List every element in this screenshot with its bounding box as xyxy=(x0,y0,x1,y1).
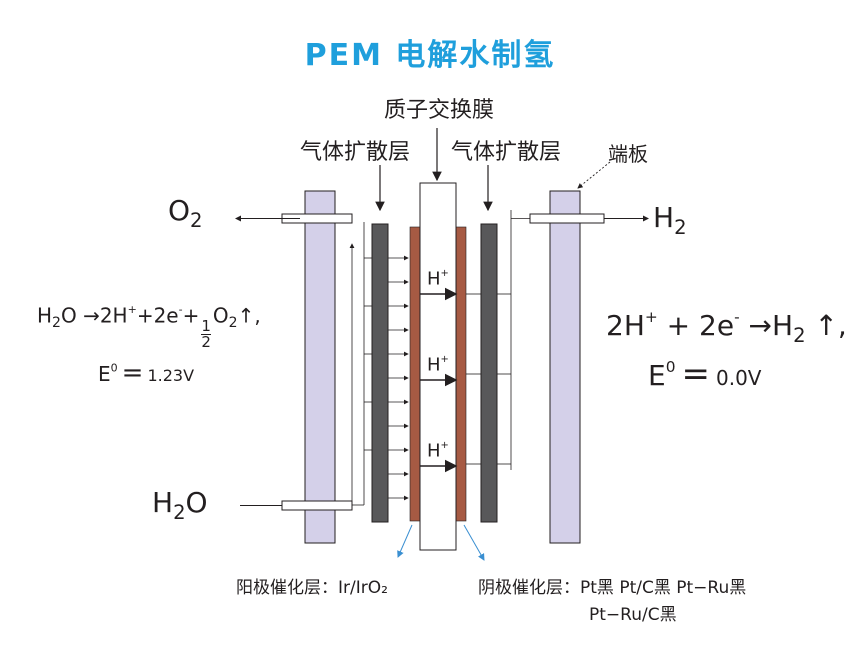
diagram-title: PEM 电解水制氢 xyxy=(304,38,556,73)
anode-catalyst-label: 阳极催化层：Ir/IrO₂ xyxy=(236,578,388,598)
gdl-left-label: 气体扩散层 xyxy=(300,140,411,165)
gdl-right-label: 气体扩散层 xyxy=(451,140,562,165)
cathode-catalyst-label-2: Pt−Ru/C黑 xyxy=(589,605,677,625)
end-plate-label: 端板 xyxy=(608,142,648,166)
cathode-gas-diffusion-layer xyxy=(480,223,498,523)
proton-label-3: H+ xyxy=(427,440,449,462)
end-plate-pointer xyxy=(577,161,611,189)
h2-outlet-pipe xyxy=(529,213,605,224)
proton-label-1: H+ xyxy=(427,268,449,290)
anode-catalyst-pointer xyxy=(397,524,413,558)
cathode-equation: 2H+ + 2e- →H2 ↑, xyxy=(606,308,847,347)
cathode-potential: E0=0.0V xyxy=(648,354,762,394)
h2o-label: H2O xyxy=(152,486,208,524)
anode-end-plate xyxy=(304,190,336,544)
cathode-catalyst-layer xyxy=(455,226,467,522)
membrane-label: 质子交换膜 xyxy=(384,98,495,123)
o2-label: O2 xyxy=(168,194,203,232)
cathode-flow-lines xyxy=(466,293,511,465)
cathode-end-plate xyxy=(549,190,581,544)
h2-label: H2 xyxy=(653,201,687,239)
h2o-inlet-pipe xyxy=(281,500,353,511)
anode-gas-diffusion-layer xyxy=(371,223,389,523)
anode-catalyst-layer xyxy=(409,226,421,522)
proton-exchange-membrane xyxy=(419,182,457,551)
cathode-catalyst-label: 阴极催化层：Pt黑 Pt/C黑 Pt−Ru黑 xyxy=(478,578,747,598)
anode-flow-lines xyxy=(349,222,409,506)
cathode-catalyst-pointer xyxy=(463,524,485,561)
anode-potential: E0=1.23V xyxy=(98,358,195,388)
proton-label-2: H+ xyxy=(427,354,449,376)
